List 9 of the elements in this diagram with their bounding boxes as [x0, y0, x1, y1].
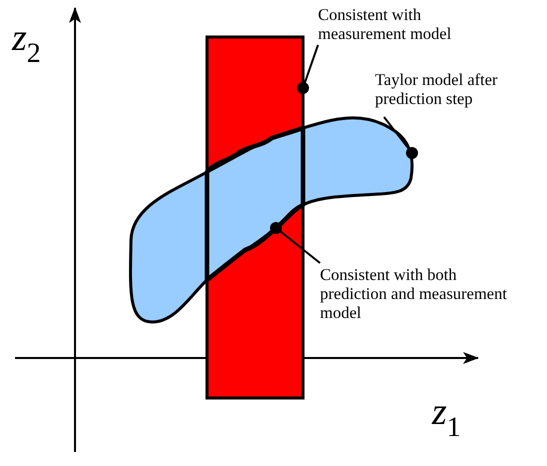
leader-line [270, 222, 321, 264]
leader-line [297, 44, 319, 94]
axis-label: z$_{1}$ [432, 392, 461, 445]
callout-text: Consistent with both prediction and measurement model [320, 265, 520, 322]
callout-text: Consistent with measurement model [318, 5, 488, 43]
axis-label: z$_{2}$ [12, 18, 41, 71]
intersection-region [204, 126, 306, 282]
callout-text: Taylor model after prediction step [375, 70, 545, 108]
leader-line [383, 116, 418, 159]
